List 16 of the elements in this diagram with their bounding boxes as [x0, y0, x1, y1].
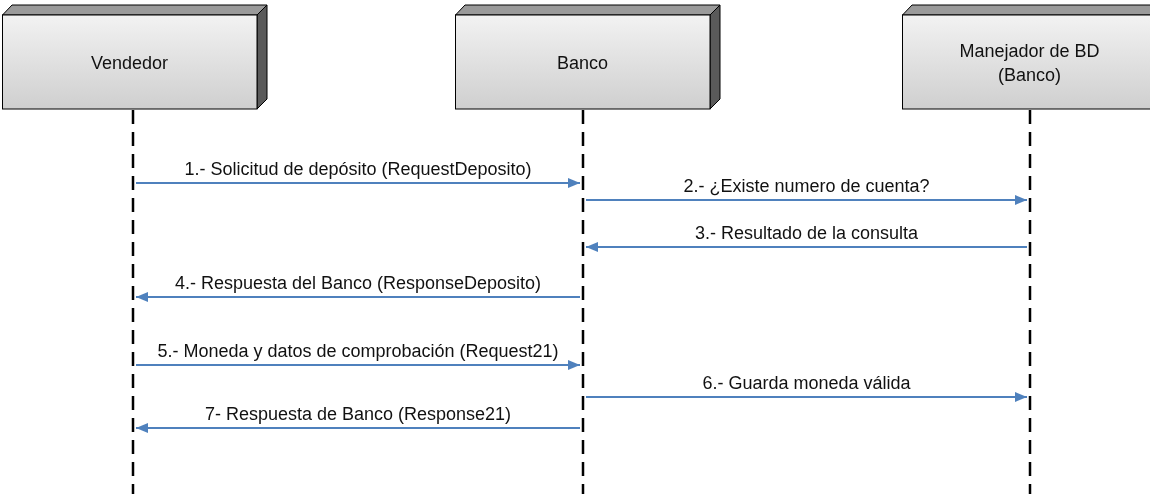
lifeline: [1027, 110, 1033, 494]
message-arrow: [135, 292, 581, 302]
message-label: 1.- Solicitud de depósito (RequestDeposito): [182, 159, 534, 179]
lifeline: [580, 110, 586, 494]
message-arrow: [585, 195, 1028, 205]
participant-name: Manejador de BD (Banco): [958, 40, 1101, 87]
lifeline: [130, 110, 136, 494]
message-arrow: [585, 242, 1028, 252]
message-label: 2.- ¿Existe numero de cuenta?: [681, 176, 932, 196]
message-arrow: [135, 423, 581, 433]
participant-name: Banco: [556, 51, 608, 75]
message-arrow: [135, 178, 581, 188]
message-label: 5.- Moneda y datos de comprobación (Request21): [155, 341, 561, 361]
message-arrow: [135, 360, 581, 370]
message-arrow: [585, 392, 1028, 402]
participant-name: Vendedor: [90, 51, 169, 75]
